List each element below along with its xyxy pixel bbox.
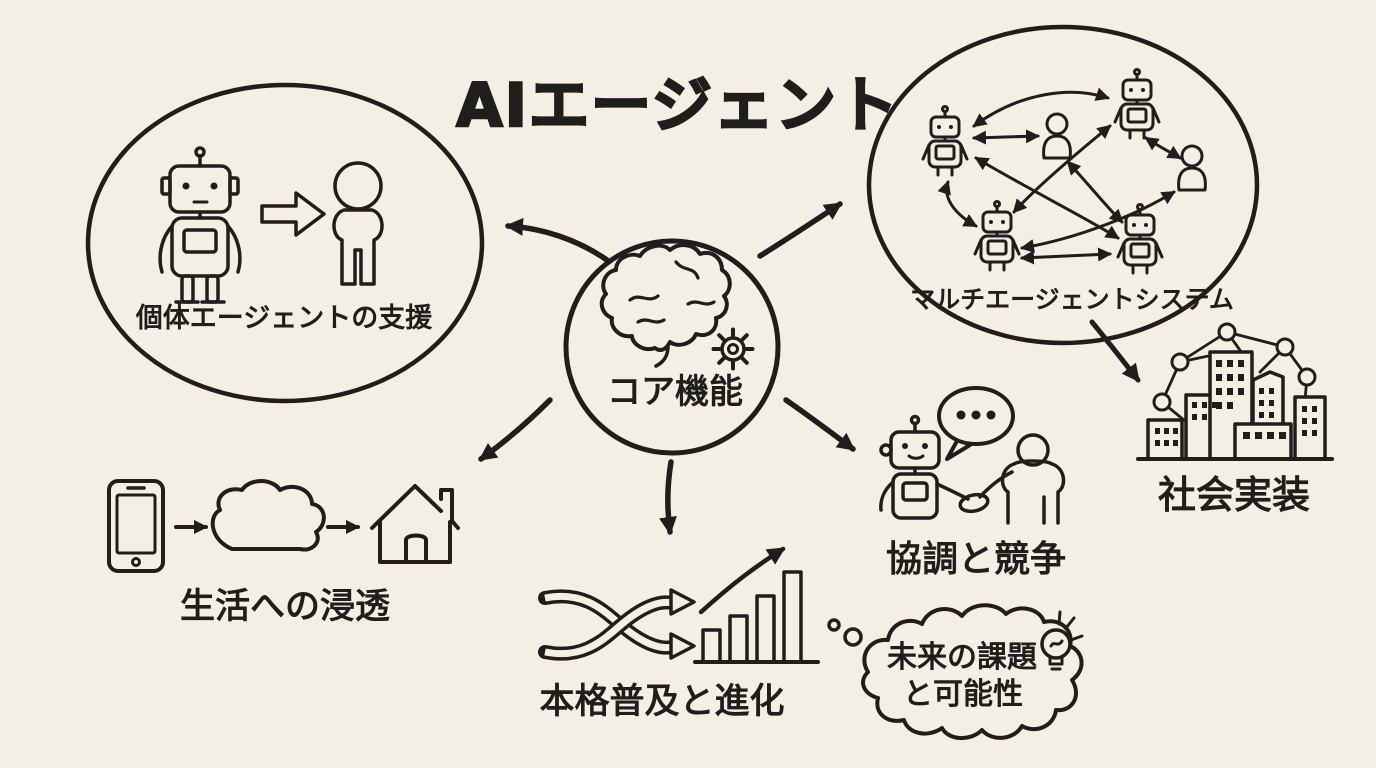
life-penetration-group: 生活への浸透: [107, 479, 460, 627]
page-title: AIエージェント: [456, 71, 900, 141]
multi-agent-group: マルチエージェントシステム: [866, 24, 1260, 346]
person-icon: [332, 161, 384, 286]
house-icon: [370, 484, 460, 564]
multi-agent-label: マルチエージェントシステム: [910, 285, 1234, 314]
thought-cloud-icon: [861, 603, 1084, 740]
robot-icon: [1113, 68, 1161, 140]
agent-connections: [937, 87, 1182, 265]
bar-chart-icon: [693, 546, 820, 664]
city-icon: [1136, 350, 1334, 461]
shuffle-arrows-icon: [538, 588, 696, 661]
person-icon: [1042, 112, 1072, 160]
future-group: 未来の課題 と可能性: [827, 603, 1084, 740]
arrow-to-cooperation: [783, 397, 856, 452]
future-label-line2: と可能性: [903, 677, 1023, 712]
growth-arrow-icon: [698, 546, 786, 615]
brain-icon: [599, 243, 732, 368]
adoption-evolution-group: 本格普及と進化: [538, 546, 820, 722]
thought-dot-large: [843, 627, 863, 647]
handshake-person-icon: [978, 433, 1066, 525]
social-implementation-group: 社会実装: [1136, 322, 1334, 517]
robot-icon: [973, 200, 1021, 272]
robot-icon: [158, 146, 242, 304]
future-label-line1: 未来の課題: [887, 640, 1037, 675]
life-penetration-label: 生活への浸透: [180, 587, 390, 627]
speech-bubble-icon: [937, 386, 1015, 461]
cooperation-competition-label: 協調と競争: [886, 539, 1066, 580]
arrow-to-multi-agent: [757, 201, 843, 259]
arrow-to-social: [1089, 319, 1141, 383]
adoption-evolution-label: 本格普及と進化: [539, 682, 784, 722]
core-label: コア機能: [607, 372, 743, 412]
thought-dot-small: [827, 618, 841, 632]
core-circle: [563, 238, 781, 456]
handshake-icon: [958, 492, 990, 514]
social-implementation-label: 社会実装: [1158, 473, 1310, 517]
network-icon: [1152, 322, 1317, 427]
person-icon: [1177, 144, 1207, 192]
core-hub: コア機能: [563, 238, 781, 456]
arrow-to-adoption: [659, 459, 677, 535]
phone-icon: [107, 479, 165, 573]
multi-agent-ellipse: [866, 24, 1260, 346]
block-arrow-icon: [260, 191, 326, 237]
arrow-to-life: [478, 397, 553, 462]
robot-icon: [921, 105, 969, 177]
lightbulb-icon: [1040, 610, 1084, 671]
cloud-icon: [210, 479, 326, 552]
gear-icon: [711, 327, 755, 371]
radial-arrows: [478, 201, 856, 535]
individual-support-label: 個体エージェントの支援: [135, 303, 433, 334]
cooperation-competition-group: 協調と競争: [879, 386, 1066, 580]
individual-support-ellipse: [85, 82, 485, 404]
handshake-robot-icon: [879, 414, 970, 520]
robot-icon: [1116, 203, 1164, 275]
city-windows: [1155, 360, 1317, 446]
individual-support-group: 個体エージェントの支援: [85, 82, 485, 404]
arrow-to-individual-support: [505, 217, 610, 263]
